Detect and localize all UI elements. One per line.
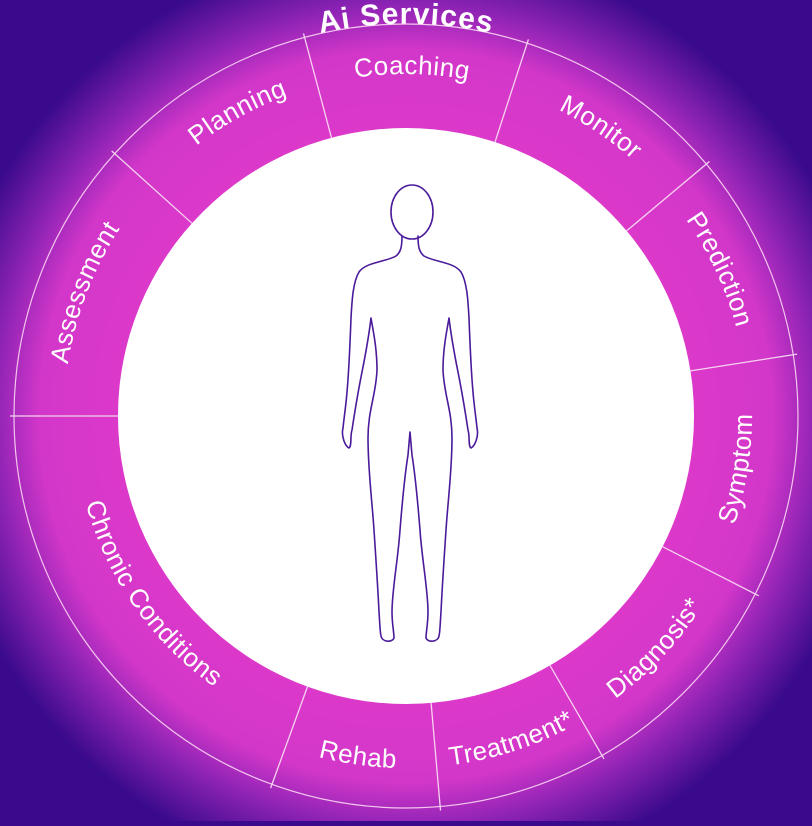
center-circle xyxy=(118,128,694,704)
title-group: Ai Services xyxy=(292,0,520,50)
